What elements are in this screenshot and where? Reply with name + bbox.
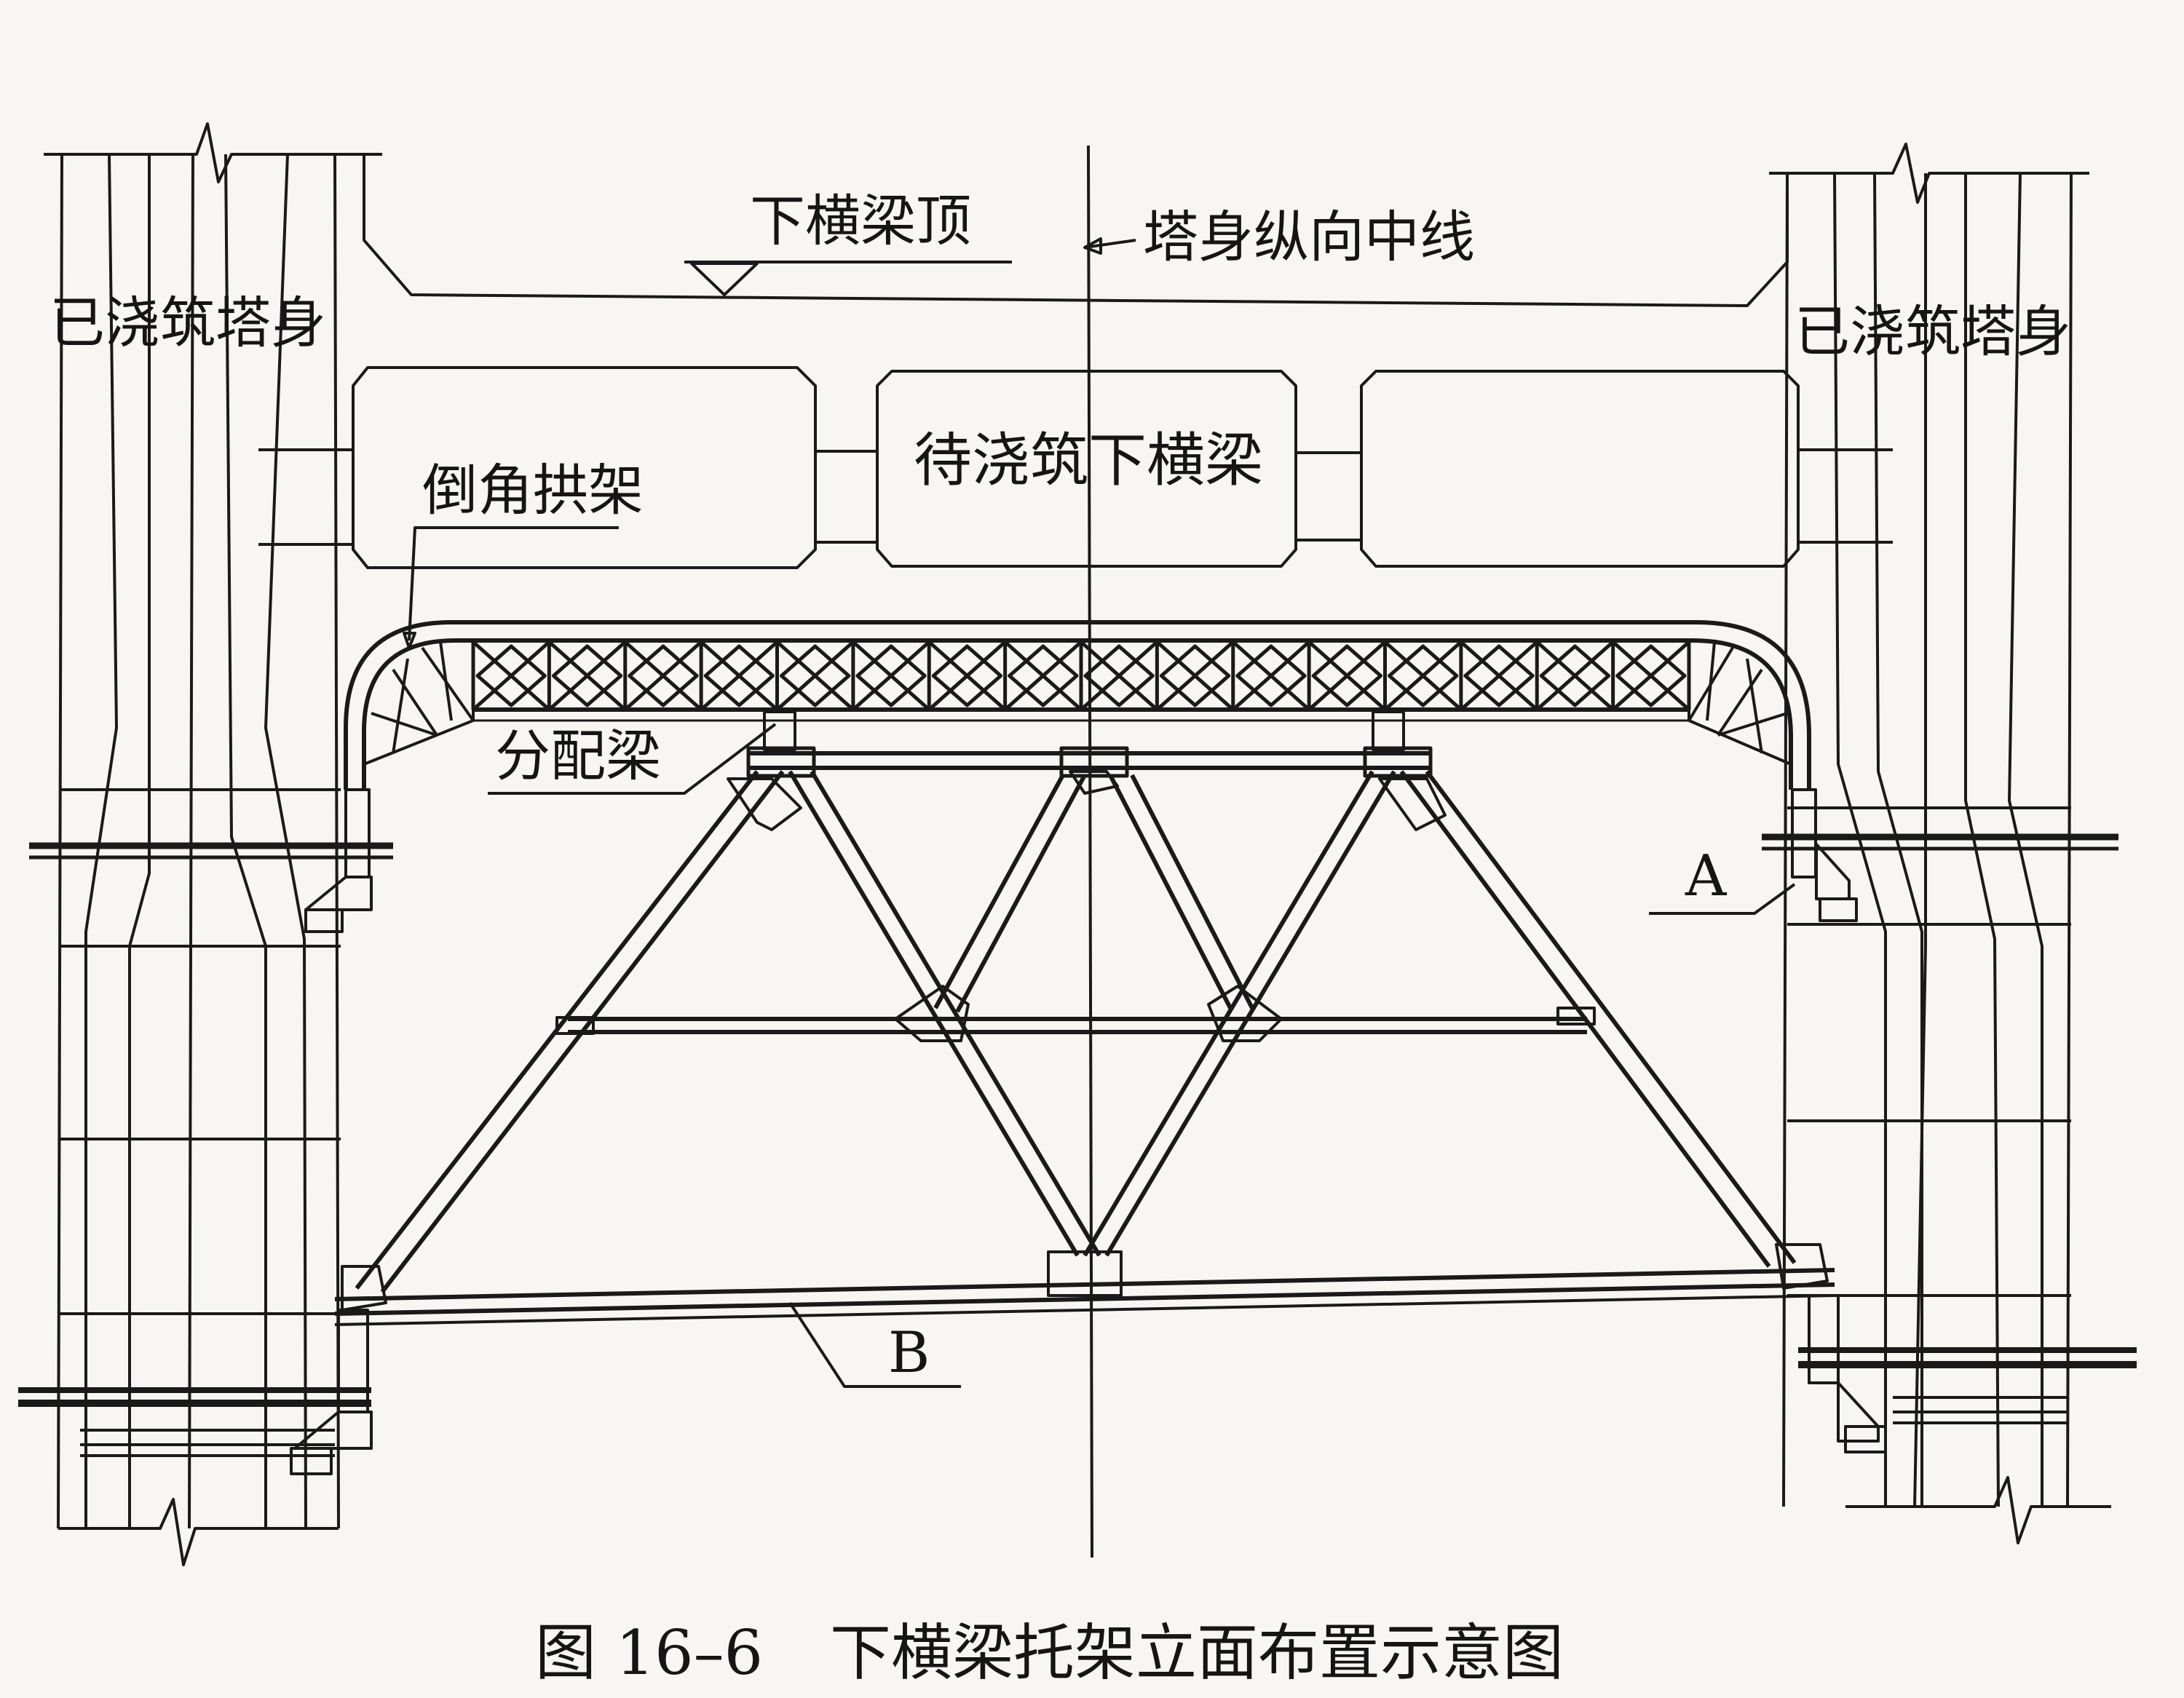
lattice-diagonal <box>1232 640 1310 711</box>
lattice-diamond <box>1083 644 1155 707</box>
left-tower-top-break <box>44 122 382 183</box>
beam-cells <box>258 366 1893 569</box>
lattice-diamond <box>1008 644 1079 707</box>
lattice-diagonal <box>1080 640 1159 711</box>
chamfer-arch-truss <box>344 620 1811 790</box>
support-brackets <box>290 788 1887 1475</box>
arch-outer-chord <box>344 620 1811 790</box>
lattice-diagonal <box>1460 640 1538 711</box>
caption-figure-number: 图 16–6 <box>535 1617 763 1689</box>
lattice-diamond <box>1388 644 1459 707</box>
lattice-diamond <box>931 644 1003 707</box>
bottom-chord-b <box>334 1268 1835 1326</box>
lattice-diagonal <box>775 640 855 711</box>
label-beam-top: 下横梁顶 <box>750 189 971 253</box>
label-centerline: 塔身纵向中线 <box>1143 205 1475 269</box>
label-distribution-beam: 分配梁 <box>495 723 661 788</box>
lattice-diagonal <box>1155 640 1235 711</box>
lattice-diamond <box>551 644 623 707</box>
lattice-diagonal <box>1383 640 1463 711</box>
lattice-diagonal <box>852 640 930 711</box>
lattice-diagonal <box>1611 640 1690 711</box>
lattice-diamond <box>1463 644 1535 707</box>
right-tower-top-break <box>1769 143 2089 204</box>
outer-diagonals <box>355 770 1797 1293</box>
lattice-diamond <box>780 644 851 707</box>
right-tower-bottom-break <box>1845 1476 2111 1544</box>
lattice-diagonal <box>1003 640 1083 711</box>
beam-cell-middle <box>876 370 1297 568</box>
leader-lines <box>403 237 1796 1388</box>
lattice-diamond <box>1235 644 1307 707</box>
lattice-diagonal <box>472 640 551 711</box>
lattice-diamond <box>628 644 699 707</box>
arch-haunch-right <box>1688 640 1792 766</box>
lattice-diagonal <box>927 640 1007 711</box>
lattice-diamond <box>1539 644 1611 707</box>
label-beam-to-cast: 待浇筑下横梁 <box>914 427 1263 494</box>
lattice-diamond <box>855 644 927 707</box>
lattice-diagonal <box>547 640 627 711</box>
label-chamfer-arch: 倒角拱架 <box>422 458 644 523</box>
left-tower-bottom-break <box>58 1498 339 1566</box>
lattice-diamond <box>1615 644 1687 707</box>
lattice-diamond <box>703 644 775 707</box>
beam-outline <box>363 154 1789 307</box>
lattice-diagonal <box>624 640 703 711</box>
arch-inner-chord <box>362 638 1793 790</box>
lattice-diagonal <box>700 640 779 711</box>
figure-caption: 图 16–6 下横梁托架立面布置示意图 <box>535 1617 1564 1689</box>
beam-cell-right <box>1360 370 1800 568</box>
lattice-diagonal <box>1307 640 1387 711</box>
caption-title: 下横梁托架立面布置示意图 <box>830 1617 1564 1689</box>
elevation-triangle <box>690 262 759 296</box>
lattice-diamond <box>475 644 547 707</box>
bracket-truss <box>334 710 1835 1326</box>
lattice-diamond <box>1311 644 1382 707</box>
label-cast-tower-left: 已浇筑塔身 <box>50 290 326 355</box>
gusset-plates <box>341 770 1829 1312</box>
beam-cell-left <box>352 366 817 569</box>
tower-longitudinal-centerline <box>1087 145 1093 1558</box>
arch-lattice <box>471 640 1691 711</box>
left-tower <box>18 122 393 1566</box>
lattice-diamond <box>1159 644 1231 707</box>
label-marker-a: A <box>1685 844 1728 909</box>
label-cast-tower-right: 已浇筑塔身 <box>1795 299 2071 364</box>
arch-haunch-left <box>363 640 475 766</box>
label-marker-b: B <box>888 1320 930 1386</box>
lattice-diagonal <box>1535 640 1615 711</box>
inner-diagonals <box>788 770 1396 1257</box>
